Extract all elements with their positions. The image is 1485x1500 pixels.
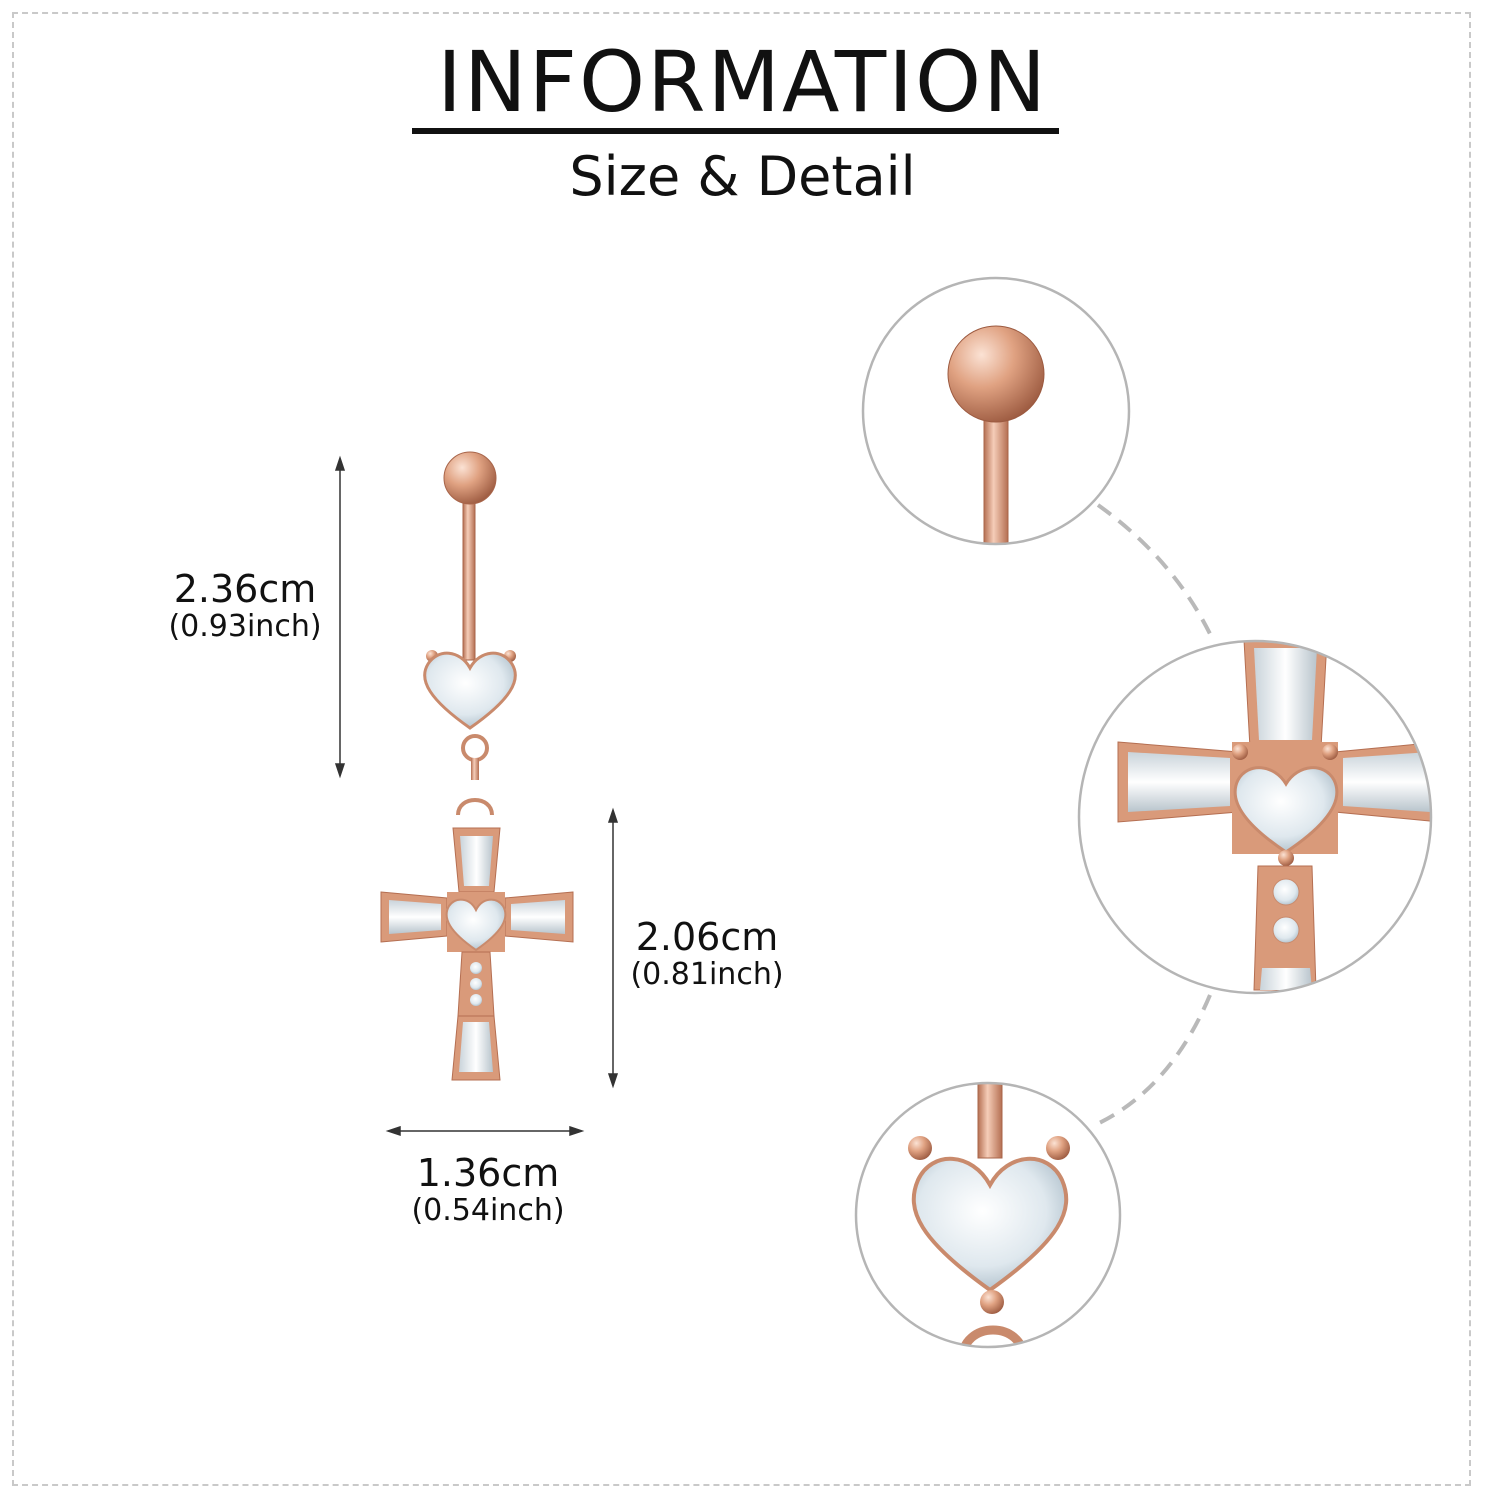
dimension-top-inch: (0.93inch) bbox=[168, 608, 322, 644]
dimension-width-inch: (0.54inch) bbox=[411, 1192, 565, 1228]
dimension-cross-inch: (0.81inch) bbox=[630, 956, 784, 992]
page-subtitle: Size & Detail bbox=[569, 145, 916, 208]
page-title: INFORMATION bbox=[437, 33, 1048, 131]
dimension-width-cm: 1.36cm bbox=[416, 1151, 560, 1195]
dimension-top-cm: 2.36cm bbox=[173, 567, 317, 611]
dimension-label-width: 1.36cm (0.54inch) bbox=[403, 1151, 573, 1228]
dimension-label-cross: 2.06cm (0.81inch) bbox=[622, 915, 792, 992]
title-underline bbox=[412, 128, 1059, 134]
dimension-cross-cm: 2.06cm bbox=[635, 915, 779, 959]
detail-circle-ball bbox=[861, 276, 1131, 546]
dashed-frame bbox=[12, 12, 1471, 1486]
dimension-line-horizontal bbox=[385, 1125, 585, 1137]
detail-circle-cross bbox=[1077, 639, 1433, 995]
dimension-label-top: 2.36cm (0.93inch) bbox=[160, 567, 330, 644]
dimension-line-vertical-cross bbox=[607, 807, 619, 1089]
belly-ring-main bbox=[380, 451, 574, 1081]
dimension-line-vertical-top bbox=[334, 455, 346, 779]
connector-bottom bbox=[1094, 994, 1212, 1127]
connector-top bbox=[1096, 503, 1215, 641]
detail-circle-heart bbox=[854, 1081, 1122, 1349]
